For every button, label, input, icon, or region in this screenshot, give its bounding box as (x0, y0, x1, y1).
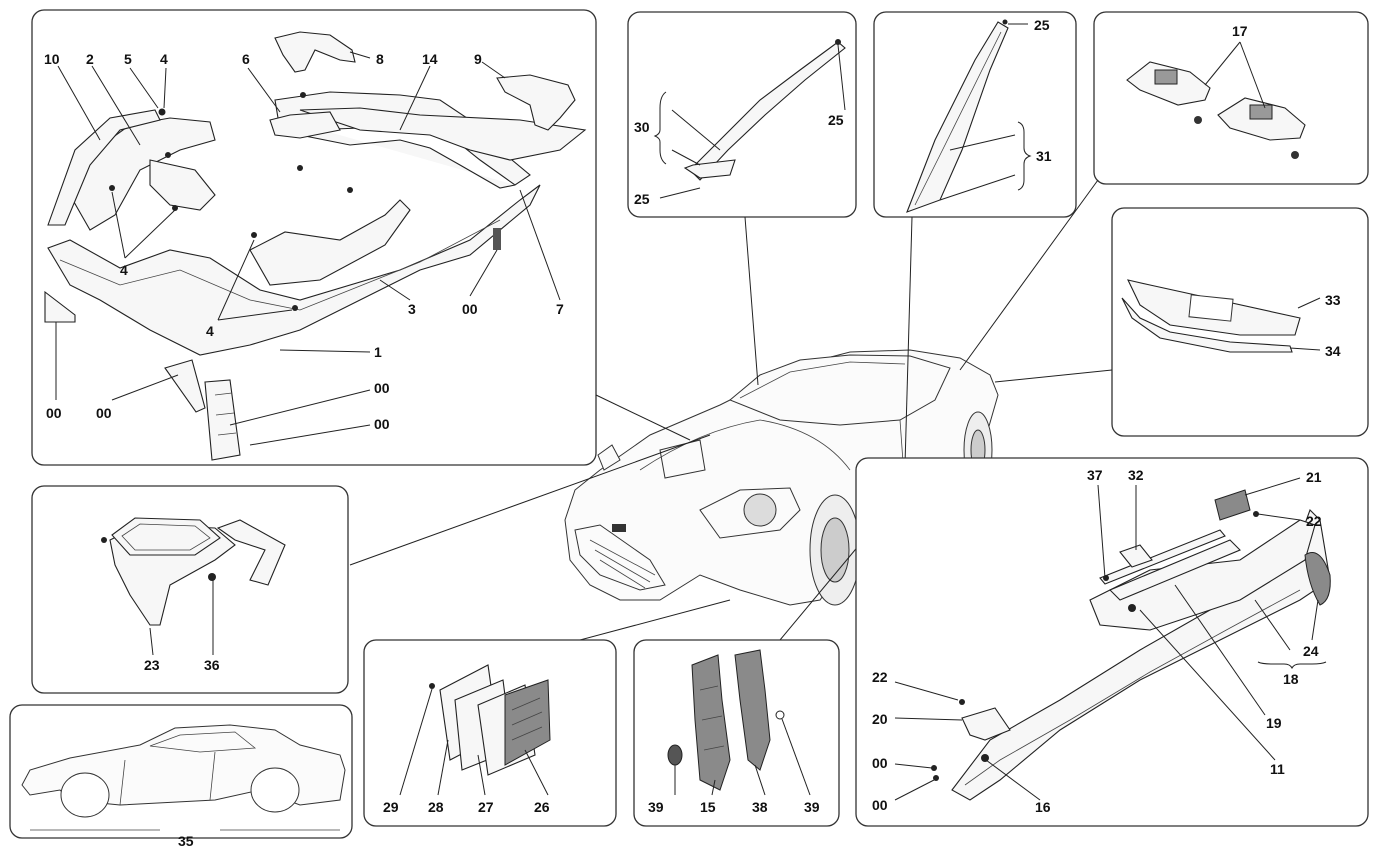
panel-side-vent: 29 28 27 26 (363, 639, 617, 827)
label-sill-37: 37 (1087, 467, 1103, 483)
label-sill-20: 20 (872, 711, 888, 727)
panel-pillar-trim: 25 31 (873, 11, 1077, 218)
label-sill-21: 21 (1306, 469, 1322, 485)
label-vent-29: 29 (383, 799, 399, 815)
label-duct-36: 36 (204, 657, 220, 673)
label-duct-23: 23 (144, 657, 160, 673)
label-underbody-5: 8 (376, 51, 384, 67)
panel-sill: 37 32 21 22 24 18 22 20 00 00 16 19 11 (855, 457, 1369, 827)
panel-side-car: 35 (9, 704, 353, 849)
label-sill-18: 18 (1283, 671, 1299, 687)
label-underbody-9: 4 (206, 323, 214, 339)
label-underbody-4: 6 (242, 51, 250, 67)
panel-windshield-trim: 30 25 25 (627, 11, 857, 218)
label-pillar-25: 25 (1034, 17, 1050, 33)
label-side-35: 35 (178, 833, 194, 849)
label-vent-27: 27 (478, 799, 494, 815)
label-underbody-13: 1 (374, 344, 382, 360)
label-underbody-11: 00 (462, 301, 478, 317)
label-rear-34: 34 (1325, 343, 1341, 359)
label-vent-26: 26 (534, 799, 550, 815)
label-windshield-25b: 25 (634, 191, 650, 207)
label-underbody-7: 9 (474, 51, 482, 67)
label-underbody-17: 00 (374, 416, 390, 432)
label-underbody-2: 5 (124, 51, 132, 67)
label-liner-39b: 39 (804, 799, 820, 815)
label-sill-32: 32 (1128, 467, 1144, 483)
label-sill-22a: 22 (1306, 513, 1322, 529)
label-windshield-30: 30 (634, 119, 650, 135)
label-underbody-0: 10 (44, 51, 60, 67)
car-main-view (564, 349, 999, 606)
label-windshield-25a: 25 (828, 112, 844, 128)
label-liner-39a: 39 (648, 799, 664, 815)
label-pillar-31: 31 (1036, 148, 1052, 164)
label-underbody-6: 14 (422, 51, 438, 67)
label-underbody-10: 3 (408, 301, 416, 317)
panel-latches: 17 (1093, 11, 1369, 185)
label-sill-00a: 00 (872, 755, 888, 771)
panel-air-duct: 23 36 (31, 485, 349, 694)
label-underbody-16: 00 (374, 380, 390, 396)
label-sill-24: 24 (1303, 643, 1319, 659)
panel-wheelarch-liner: 39 15 38 39 (633, 639, 840, 827)
label-sill-22b: 22 (872, 669, 888, 685)
label-underbody-15: 00 (96, 405, 112, 421)
label-underbody-3: 4 (160, 51, 168, 67)
label-sill-16: 16 (1035, 799, 1051, 815)
label-underbody-14: 00 (46, 405, 62, 421)
label-liner-15: 15 (700, 799, 716, 815)
label-vent-28: 28 (428, 799, 444, 815)
label-underbody-1: 2 (86, 51, 94, 67)
label-underbody-12: 7 (556, 301, 564, 317)
label-latches-17: 17 (1232, 23, 1248, 39)
label-liner-38: 38 (752, 799, 768, 815)
label-sill-11: 11 (1270, 761, 1285, 777)
label-rear-33: 33 (1325, 292, 1341, 308)
label-sill-19: 19 (1266, 715, 1282, 731)
panel-rear: 33 34 (1111, 207, 1369, 437)
panel-underbody: 10 2 5 4 6 8 14 9 4 4 3 00 7 1 00 00 00 … (31, 9, 597, 466)
label-underbody-8: 4 (120, 262, 128, 278)
label-sill-00b: 00 (872, 797, 888, 813)
